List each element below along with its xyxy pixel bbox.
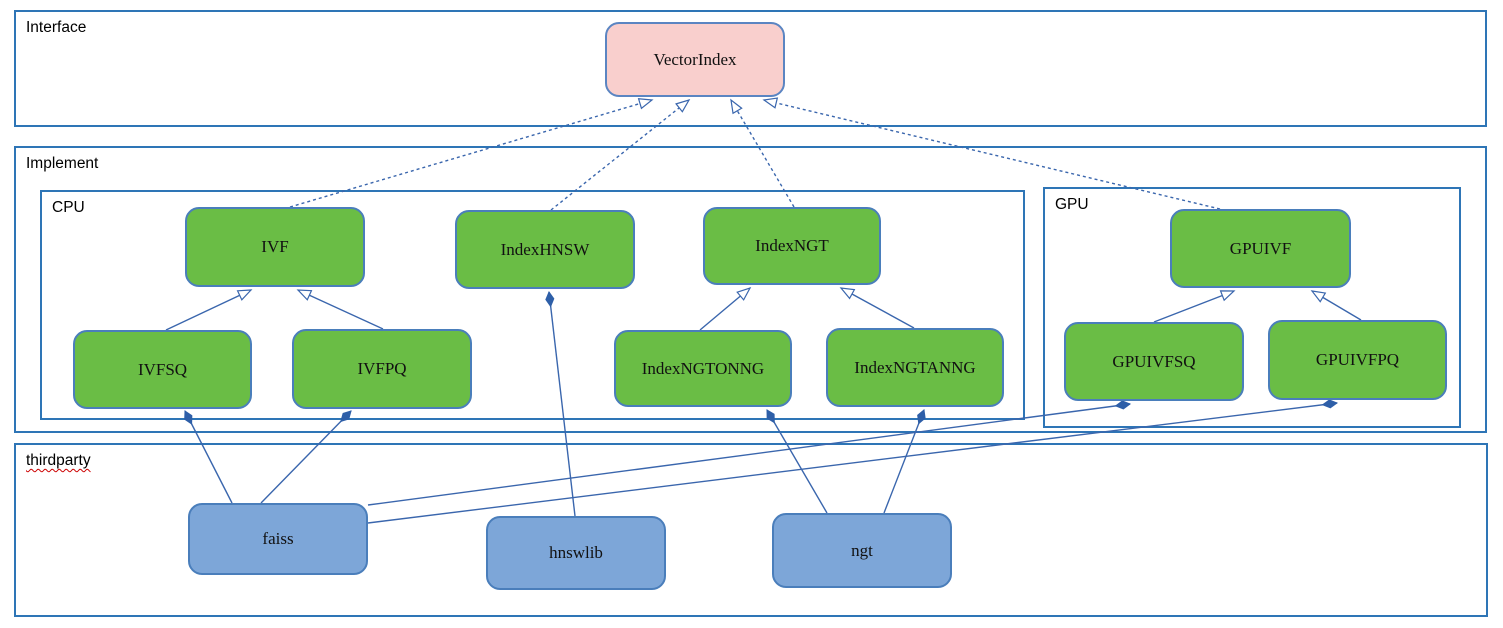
container-cpu-label: CPU: [52, 199, 85, 216]
container-thirdparty-label: thirdparty: [26, 452, 91, 469]
node-hnswlib-label: hnswlib: [549, 543, 603, 562]
node-faiss: faiss: [188, 503, 368, 575]
node-indexngt-label: IndexNGT: [755, 236, 829, 255]
node-gpuivf: GPUIVF: [1170, 209, 1351, 288]
node-ivf-label: IVF: [261, 237, 289, 256]
node-faiss-label: faiss: [262, 529, 294, 548]
node-gpuivfpq-label: GPUIVFPQ: [1315, 350, 1400, 369]
node-indexngtonng: IndexNGTONNG: [614, 330, 792, 407]
node-ivfsq: IVFSQ: [73, 330, 252, 409]
node-gpuivfpq: GPUIVFPQ: [1268, 320, 1447, 400]
node-ngt: ngt: [772, 513, 952, 588]
container-gpu-label: GPU: [1055, 196, 1089, 213]
node-vectorindex: VectorIndex: [605, 22, 785, 97]
node-gpuivfsq-label: GPUIVFSQ: [1112, 351, 1196, 371]
node-vectorindex-label: VectorIndex: [653, 49, 737, 69]
node-hnswlib: hnswlib: [486, 516, 666, 590]
node-gpuivf-label: GPUIVF: [1229, 238, 1292, 258]
container-interface-label: Interface: [26, 19, 87, 36]
node-indexngtonng-label: IndexNGTONNG: [641, 358, 765, 378]
node-indexngtanng: IndexNGTANNG: [826, 328, 1004, 407]
node-ivfsq-label: IVFSQ: [137, 359, 188, 379]
node-indexngtanng-label: IndexNGTANNG: [854, 357, 976, 377]
container-implement-label: Implement: [26, 155, 99, 172]
node-ivfpq: IVFPQ: [292, 329, 472, 409]
node-ngt-label: ngt: [851, 540, 873, 560]
node-indexngt: IndexNGT: [703, 207, 881, 285]
node-indexhnsw: IndexHNSW: [455, 210, 635, 289]
node-ivf: IVF: [185, 207, 365, 287]
node-ivfpq-label: IVFPQ: [357, 359, 407, 378]
node-indexhnsw-label: IndexHNSW: [500, 239, 590, 259]
node-gpuivfsq: GPUIVFSQ: [1064, 322, 1244, 401]
